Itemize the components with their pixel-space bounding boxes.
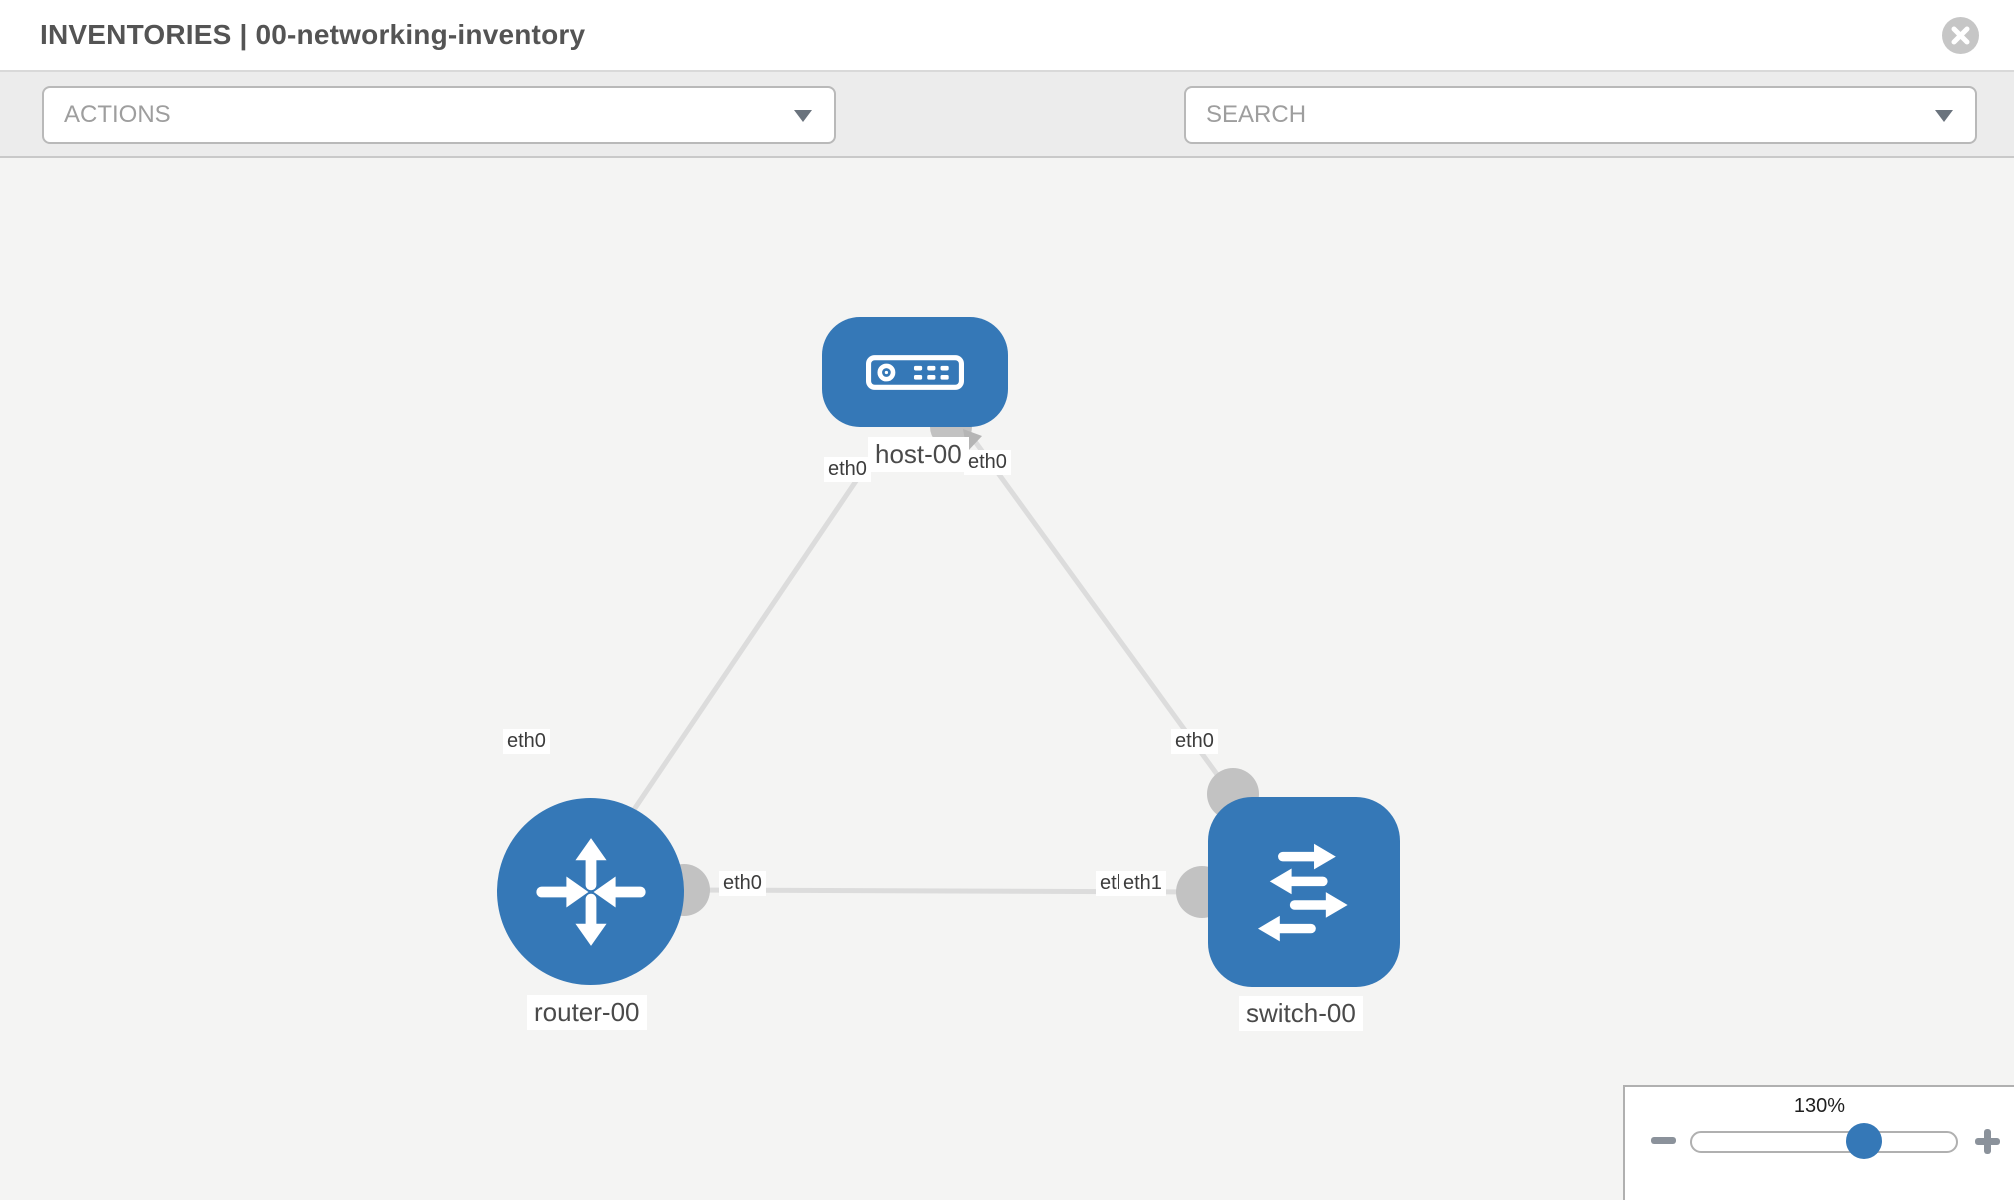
link-host-to-router[interactable]: [626, 439, 886, 819]
node-router-00[interactable]: [497, 798, 684, 985]
zoom-panel: 130%: [1623, 1085, 2014, 1200]
search-placeholder: SEARCH: [1206, 101, 1307, 128]
toolbar: ACTIONS SEARCH: [0, 72, 2014, 205]
zoom-slider-track[interactable]: [1690, 1131, 1958, 1153]
search-dropdown[interactable]: SEARCH: [1184, 86, 1977, 144]
topology-links-layer: [626, 406, 1259, 918]
close-x-glyph: [1951, 26, 1970, 45]
node-label-router: router-00: [527, 995, 647, 1030]
interface-label: eth1: [1119, 871, 1166, 896]
zoom-out-button[interactable]: [1651, 1137, 1676, 1144]
page-title: INVENTORIES | 00-networking-inventory: [40, 19, 586, 50]
node-label-host: host-00: [868, 437, 969, 472]
plus-icon: [1984, 1129, 1991, 1154]
node-label-switch: switch-00: [1239, 996, 1363, 1031]
zoom-slider-handle[interactable]: [1846, 1123, 1882, 1159]
router-icon: [535, 837, 646, 946]
node-host-00[interactable]: [822, 317, 1008, 427]
interface-label: eth0: [719, 871, 766, 896]
actions-dropdown[interactable]: ACTIONS: [42, 86, 836, 144]
interface-label: eth0: [1171, 729, 1218, 754]
chevron-down-icon: [794, 110, 812, 122]
switch-icon: [1257, 843, 1348, 942]
close-icon[interactable]: [1942, 17, 1979, 54]
node-switch-00[interactable]: [1208, 797, 1400, 987]
actions-dropdown-label: ACTIONS: [64, 101, 171, 128]
interface-label: eth0: [964, 450, 1011, 475]
interface-label: eth0: [824, 457, 871, 482]
zoom-in-button[interactable]: [1975, 1129, 2000, 1154]
host-server-icon: [866, 354, 964, 390]
chevron-down-icon: [1935, 110, 1953, 122]
header: INVENTORIES | 00-networking-inventory: [0, 0, 2014, 72]
interface-label: eth0: [503, 729, 550, 754]
topology-canvas[interactable]: host-00 router-00 switch-00 eth0 eth0 et…: [0, 158, 2014, 1200]
zoom-level-value: 130%: [1793, 1095, 1846, 1117]
